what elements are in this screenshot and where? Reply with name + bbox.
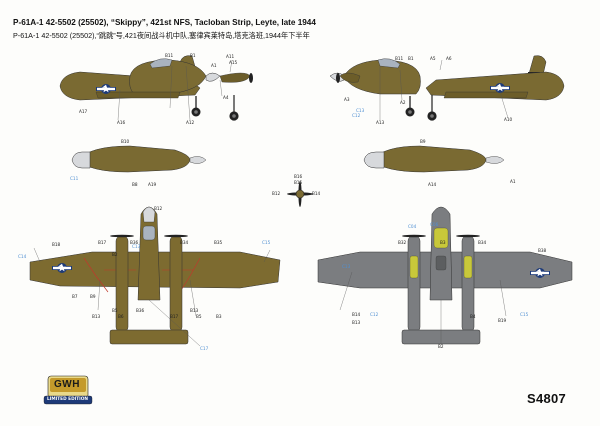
svg-text:B6: B6 bbox=[118, 314, 124, 319]
svg-text:B5: B5 bbox=[196, 314, 202, 319]
svg-text:A10: A10 bbox=[504, 117, 513, 122]
top-view: B18 B17 B36 B34 B35 B7 B9 B2 B13 B5 B6 B… bbox=[18, 206, 281, 351]
svg-text:A1: A1 bbox=[211, 63, 217, 68]
svg-text:B3: B3 bbox=[440, 240, 446, 245]
svg-text:B18: B18 bbox=[52, 242, 61, 247]
svg-text:B38: B38 bbox=[538, 248, 547, 253]
svg-text:B8: B8 bbox=[132, 182, 138, 187]
svg-text:B9: B9 bbox=[420, 139, 426, 144]
svg-text:B1: B1 bbox=[190, 53, 196, 58]
svg-text:B32: B32 bbox=[398, 240, 407, 245]
svg-text:B4: B4 bbox=[470, 314, 476, 319]
svg-text:B17: B17 bbox=[98, 240, 107, 245]
aircraft-title-english: P-61A-1 42-5502 (25502), “Skippy”, 421st… bbox=[13, 18, 316, 27]
svg-text:B2: B2 bbox=[438, 344, 444, 349]
svg-text:B16: B16 bbox=[294, 174, 303, 179]
svg-text:C13: C13 bbox=[342, 264, 351, 269]
svg-text:C13: C13 bbox=[356, 108, 365, 113]
svg-text:B11: B11 bbox=[395, 56, 404, 61]
svg-text:B3: B3 bbox=[216, 314, 222, 319]
svg-text:B35: B35 bbox=[214, 240, 223, 245]
gwh-logo bbox=[43, 375, 93, 405]
svg-text:C12: C12 bbox=[352, 113, 361, 118]
svg-text:A1: A1 bbox=[510, 179, 516, 184]
gwh-logo-text: GWH bbox=[54, 379, 80, 390]
svg-text:B14: B14 bbox=[352, 312, 361, 317]
sheet-code: S4807 bbox=[527, 391, 567, 406]
svg-text:B9: B9 bbox=[90, 294, 96, 299]
svg-text:B2: B2 bbox=[112, 252, 118, 257]
svg-text:C11: C11 bbox=[70, 176, 79, 181]
nacelle-detail-left: B10 B8 A19 C11 bbox=[70, 139, 207, 187]
svg-text:A5: A5 bbox=[430, 56, 436, 61]
svg-text:C17: C17 bbox=[200, 346, 209, 351]
svg-text:C04: C04 bbox=[408, 224, 417, 229]
svg-text:B13: B13 bbox=[352, 320, 361, 325]
svg-text:B19: B19 bbox=[498, 318, 507, 323]
svg-text:B36: B36 bbox=[130, 240, 139, 245]
svg-text:B34: B34 bbox=[180, 240, 189, 245]
svg-text:B13: B13 bbox=[190, 308, 199, 313]
svg-text:B36: B36 bbox=[136, 308, 145, 313]
svg-text:A3: A3 bbox=[344, 97, 350, 102]
svg-text:A13: A13 bbox=[376, 120, 385, 125]
bottom-view: B32 B3 B34 B38 B14 B13 B2 B4 B19 C04 C06… bbox=[317, 206, 573, 349]
svg-text:C15: C15 bbox=[520, 312, 529, 317]
svg-text:A11: A11 bbox=[226, 54, 235, 59]
svg-text:B1: B1 bbox=[408, 56, 414, 61]
svg-text:B13: B13 bbox=[92, 314, 101, 319]
svg-text:B10: B10 bbox=[121, 139, 130, 144]
svg-text:B11: B11 bbox=[165, 53, 174, 58]
svg-text:A2: A2 bbox=[400, 100, 406, 105]
svg-text:B14: B14 bbox=[312, 191, 321, 196]
svg-text:B17: B17 bbox=[170, 314, 179, 319]
svg-text:B7: B7 bbox=[72, 294, 78, 299]
aircraft-title-chinese: P-61A-1 42-5502 (25502),“跳跳”号,421夜间战斗机中队… bbox=[13, 31, 310, 40]
svg-text:A17: A17 bbox=[79, 109, 88, 114]
svg-text:A19: A19 bbox=[148, 182, 157, 187]
svg-text:A4: A4 bbox=[223, 95, 229, 100]
svg-text:B34: B34 bbox=[478, 240, 487, 245]
svg-text:A6: A6 bbox=[446, 56, 452, 61]
svg-text:A15: A15 bbox=[229, 60, 238, 65]
svg-text:B5: B5 bbox=[112, 308, 118, 313]
svg-text:B12: B12 bbox=[154, 206, 163, 211]
svg-text:A12: A12 bbox=[186, 120, 195, 125]
svg-text:B15: B15 bbox=[294, 180, 303, 185]
svg-text:B12: B12 bbox=[272, 191, 281, 196]
nacelle-detail-right: B9 A14 A1 bbox=[363, 139, 516, 187]
left-side-profile: A17 A16 A12 A4 A11 A15 B11 B1 A1 bbox=[59, 53, 253, 125]
svg-text:C06: C06 bbox=[430, 222, 439, 227]
svg-text:A16: A16 bbox=[117, 120, 126, 125]
svg-text:C15: C15 bbox=[262, 240, 271, 245]
svg-text:C14: C14 bbox=[18, 254, 27, 259]
svg-text:A14: A14 bbox=[428, 182, 437, 187]
svg-text:C13: C13 bbox=[132, 244, 141, 249]
right-side-profile: B11 B1 A5 A6 A13 A2 A10 A3 C12 C13 bbox=[329, 55, 565, 125]
limited-edition-ribbon: LIMITED EDITION bbox=[47, 397, 89, 402]
propeller-front-view: B16 B15 B12 B14 bbox=[272, 174, 321, 207]
svg-text:C12: C12 bbox=[370, 312, 379, 317]
